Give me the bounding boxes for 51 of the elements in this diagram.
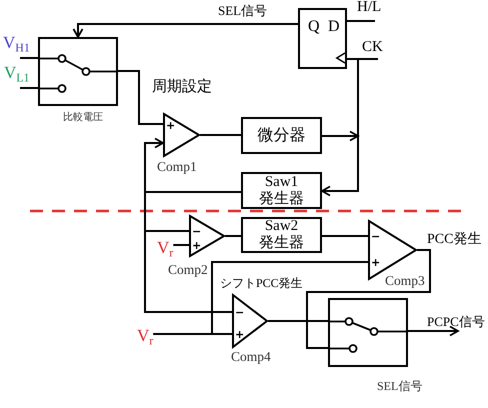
arrow <box>408 326 459 336</box>
pin-label: D <box>328 19 340 35</box>
box-caption: SEL信号 <box>377 380 422 392</box>
flip-flop-box <box>298 8 347 69</box>
pin-label: CK <box>362 40 383 55</box>
input-sign: − <box>192 226 202 236</box>
comparator <box>163 113 200 157</box>
signal-label: PCC発生 <box>427 233 482 247</box>
connector-line <box>173 244 189 246</box>
signal-label: V$_{r}$ <box>137 327 154 344</box>
arrow <box>72 23 298 38</box>
comparator-label: Comp2 <box>168 263 208 276</box>
connector-line <box>306 249 431 349</box>
box-caption: 比較電圧 <box>63 113 103 123</box>
arrow <box>321 136 359 196</box>
pin-label: Q <box>308 19 320 35</box>
connector-line <box>118 70 163 125</box>
process-box: 微分器 <box>241 117 322 154</box>
signal-label: PCPC信号 <box>427 315 485 328</box>
arrow <box>322 130 359 142</box>
edge-label: SEL信号 <box>218 4 268 17</box>
connector-line <box>20 57 38 59</box>
connector-line <box>144 191 241 313</box>
comparator <box>189 215 225 257</box>
signal-label: 周期設定 <box>152 80 212 95</box>
comparator <box>232 294 268 348</box>
comparator-label: Comp4 <box>231 350 271 364</box>
connector-line <box>322 235 368 237</box>
process-box: Saw1 発生器 <box>241 172 322 209</box>
connector-line <box>225 235 241 237</box>
switch-box <box>328 298 408 367</box>
connector-line <box>20 87 38 89</box>
connector-line <box>268 320 328 322</box>
comparator-label: Comp3 <box>385 274 425 288</box>
comparator-label: Comp1 <box>157 160 197 174</box>
connector-line <box>200 134 241 136</box>
signal-label: V$_{r}$ <box>157 239 174 256</box>
input-sign: + <box>192 240 202 250</box>
input-sign: − <box>371 230 380 242</box>
input-sign: + <box>371 256 380 268</box>
input-sign: + <box>235 328 244 340</box>
pin-label: H/L <box>357 0 382 15</box>
signal-label: V$_{L1}$ <box>4 64 30 81</box>
connector-line <box>153 261 368 335</box>
signal-label: シフトPCC発生 <box>220 277 303 289</box>
signal-label: V$_{H1}$ <box>3 34 30 51</box>
process-box: Saw2 発生器 <box>241 217 322 253</box>
switch-box <box>38 37 118 106</box>
input-sign: + <box>166 120 176 130</box>
connector-line <box>347 58 359 136</box>
input-sign: − <box>235 306 244 318</box>
